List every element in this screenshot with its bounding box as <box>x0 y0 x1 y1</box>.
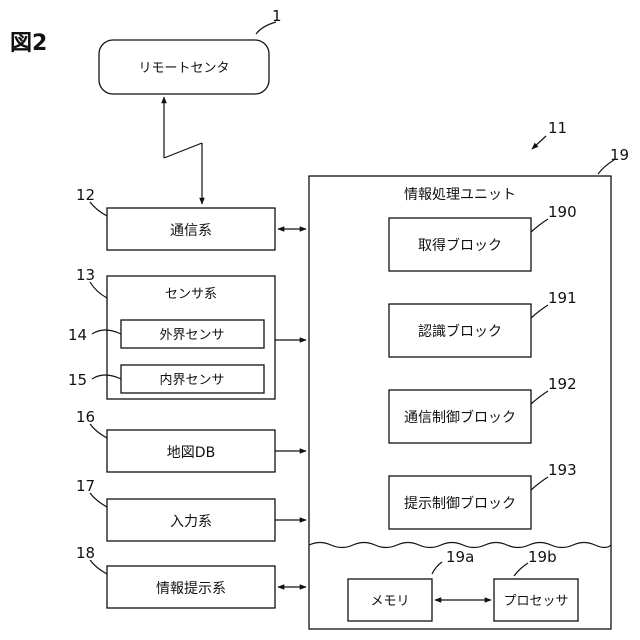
external-sensor-ref: 14 <box>68 326 87 344</box>
map-db-label: 地図DB <box>167 445 215 461</box>
presentation-control-block-label: 提示制御ブロック <box>404 495 516 512</box>
info-unit-label: 情報処理ユニット <box>404 187 516 203</box>
presentation-control-block-ref: 193 <box>548 461 577 479</box>
map-db-ref: 16 <box>76 408 95 426</box>
internal-sensor-ref: 15 <box>68 371 87 389</box>
acquisition-block-label: 取得ブロック <box>418 237 502 254</box>
memory-ref: 19a <box>446 548 474 566</box>
acquisition-block-ref: 190 <box>548 203 577 221</box>
external-sensor-label: 外界センサ <box>159 328 224 343</box>
recognition-block-ref: 191 <box>548 289 577 307</box>
processor-label: プロセッサ <box>503 594 568 609</box>
figure-label: 図2 <box>10 31 47 56</box>
presentation-system-leader <box>90 560 107 574</box>
wireless-link-zigzag <box>164 143 202 158</box>
remote-center-ref: 1 <box>272 7 282 25</box>
comm-control-block-ref: 192 <box>548 375 577 393</box>
input-system-leader <box>90 493 107 507</box>
comm-control-block-label: 通信制御ブロック <box>404 409 516 426</box>
system-ref: 11 <box>548 119 567 137</box>
comm-system-leader <box>90 202 107 216</box>
input-system-ref: 17 <box>76 477 95 495</box>
sensor-system-ref: 13 <box>76 266 95 284</box>
presentation-system-ref: 18 <box>76 544 95 562</box>
remote-center-label: リモートセンタ <box>138 61 229 76</box>
presentation-system-label: 情報提示系 <box>156 581 226 597</box>
recognition-block-label: 認識ブロック <box>418 323 502 340</box>
comm-system-label: 通信系 <box>170 223 212 239</box>
memory-label: メモリ <box>370 594 409 609</box>
info-unit-ref: 19 <box>610 146 629 164</box>
processor-ref: 19b <box>528 548 557 566</box>
input-system-label: 入力系 <box>170 514 212 530</box>
system-ref-arrow <box>532 136 546 149</box>
comm-system-ref: 12 <box>76 186 95 204</box>
map-db-leader <box>90 424 107 438</box>
internal-sensor-label: 内界センサ <box>159 372 224 388</box>
sensor-system-leader <box>90 282 107 298</box>
sensor-system-label: センサ系 <box>165 287 217 302</box>
